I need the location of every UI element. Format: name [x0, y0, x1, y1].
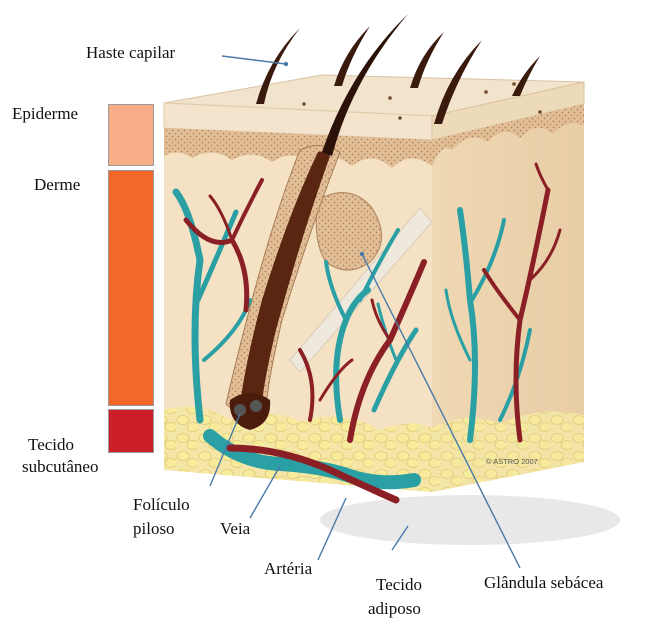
label-vein: Veia: [220, 518, 250, 540]
label-hair-shaft: Haste capilar: [86, 42, 175, 64]
block-shadow: [320, 495, 620, 545]
label-follicle-line1: Folículo: [133, 494, 190, 516]
label-epidermis: Epiderme: [12, 103, 78, 125]
label-sebaceous-gland: Glândula sebácea: [484, 572, 603, 594]
pore: [388, 96, 392, 100]
copyright-mark: © ASTRO 2007: [486, 457, 538, 466]
adipose-layer-side: [432, 412, 584, 492]
label-adipose-line2: adiposo: [368, 598, 421, 620]
pore: [398, 116, 402, 120]
pore: [538, 110, 542, 114]
pore: [302, 102, 306, 106]
pore: [484, 90, 488, 94]
label-dermis: Derme: [34, 174, 80, 196]
label-subcutaneous-line2: subcutâneo: [22, 456, 98, 478]
leader-head: [284, 62, 288, 66]
label-adipose-line1: Tecido: [376, 574, 422, 596]
papilla-dot: [250, 400, 262, 412]
leader-head: [360, 252, 364, 256]
label-follicle-line2: piloso: [133, 518, 175, 540]
label-artery: Artéria: [264, 558, 312, 580]
label-subcutaneous-line1: Tecido: [28, 434, 74, 456]
pore: [512, 82, 516, 86]
